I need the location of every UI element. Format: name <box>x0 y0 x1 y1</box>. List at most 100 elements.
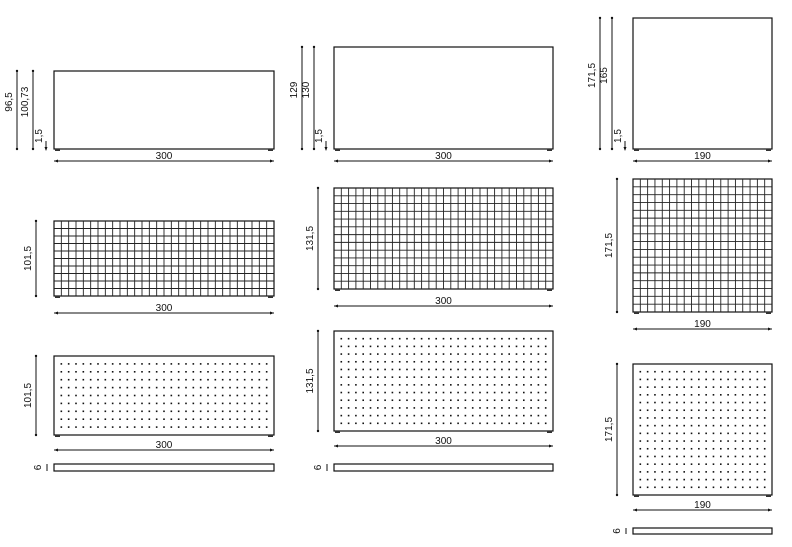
perforation-hole <box>170 386 173 389</box>
perforation-hole <box>377 422 379 425</box>
perforation-hole <box>654 401 656 404</box>
perforation-hole <box>668 394 671 396</box>
perforation-hole <box>133 426 136 428</box>
mesh-width-label: 300 <box>435 296 452 307</box>
perforation-hole <box>734 378 737 381</box>
perforation-hole <box>60 418 63 420</box>
outer-height-label: 129 <box>289 81 300 98</box>
perforation-hole <box>428 384 430 386</box>
perforation-hole <box>493 353 496 355</box>
perforation-hole <box>185 426 187 428</box>
perforation-hole <box>207 410 209 413</box>
perforation-hole <box>749 424 751 427</box>
mesh-panel <box>632 178 773 313</box>
perforation-hole <box>486 414 489 417</box>
front-width-dimension-arrow-left <box>334 159 338 163</box>
perforation-hole <box>661 401 664 404</box>
perforation-hole <box>347 391 350 394</box>
perforation-hole <box>258 378 261 381</box>
perforation-hole <box>464 345 467 348</box>
perforation-hole <box>749 447 751 450</box>
mesh-width-dimension-arrow-left <box>54 311 58 315</box>
perforation-hole <box>639 394 642 396</box>
perforation-hole <box>435 376 437 378</box>
perforation-hole <box>537 345 540 348</box>
perforation-hole <box>523 384 525 386</box>
perforation-hole <box>340 384 343 386</box>
perforation-hole <box>683 432 686 435</box>
perforation-hole <box>369 345 372 348</box>
perforation-hole <box>537 384 540 386</box>
perforation-hole <box>690 447 693 450</box>
perforation-hole <box>340 368 343 371</box>
perforation-hole <box>676 471 678 473</box>
foot-right <box>547 289 552 291</box>
perforation-hole <box>236 418 239 420</box>
perforation-hole <box>75 394 77 397</box>
perforation-hole <box>362 407 364 409</box>
perforation-hole <box>727 386 729 388</box>
perforation-hole <box>163 378 165 381</box>
perforated-panel <box>632 363 773 496</box>
perforated-width-label: 300 <box>156 440 173 451</box>
perforation-hole <box>391 422 394 425</box>
perforation-hole <box>464 368 467 371</box>
perforation-hole <box>207 386 209 389</box>
perforation-hole <box>170 402 173 405</box>
perforation-hole <box>457 399 459 402</box>
outer-height-dimension-tick-bottom <box>598 147 602 151</box>
perforation-hole <box>479 376 481 378</box>
perforation-hole <box>199 386 202 389</box>
perforation-hole <box>82 402 85 405</box>
perforation-hole <box>199 410 202 413</box>
base-arrow <box>324 147 328 151</box>
perforation-hole <box>435 399 437 402</box>
perforation-hole <box>654 370 656 373</box>
perforation-hole <box>420 353 423 355</box>
perforation-hole <box>347 368 350 371</box>
perforation-hole <box>727 471 729 473</box>
perforation-hole <box>89 363 92 365</box>
perforation-hole <box>340 345 343 348</box>
perforation-hole <box>111 402 114 405</box>
perforation-hole <box>75 426 77 428</box>
perforation-hole <box>544 407 547 409</box>
perforation-hole <box>530 407 532 409</box>
perforation-hole <box>398 337 401 340</box>
perforation-hole <box>177 386 180 389</box>
perforation-hole <box>148 402 151 405</box>
perforation-hole <box>690 455 693 458</box>
foot-left <box>55 149 60 151</box>
perforation-hole <box>67 386 70 389</box>
perforation-hole <box>654 424 656 427</box>
perforation-hole <box>479 391 481 394</box>
perforation-hole <box>163 371 165 373</box>
perforation-hole <box>479 337 481 340</box>
perforation-hole <box>428 337 430 340</box>
perforation-hole <box>111 410 114 413</box>
perforation-hole <box>377 376 379 378</box>
perforation-hole <box>428 345 430 348</box>
perforation-hole <box>639 440 642 442</box>
perforation-hole <box>243 418 246 420</box>
perforation-hole <box>362 376 364 378</box>
perforation-hole <box>537 368 540 371</box>
perforation-hole <box>185 363 187 365</box>
perforation-hole <box>515 384 518 386</box>
perforated-height-dimension-tick-bottom <box>316 429 320 433</box>
perforation-hole <box>479 384 481 386</box>
perforation-hole <box>683 455 686 458</box>
perforation-hole <box>530 360 532 363</box>
perforation-hole <box>486 399 489 402</box>
perforation-hole <box>683 440 686 442</box>
perforation-hole <box>265 418 268 420</box>
inner-height-dimension-tick-top <box>610 16 614 20</box>
perforation-hole <box>192 371 195 373</box>
perforation-hole <box>690 401 693 404</box>
perforation-hole <box>170 418 173 420</box>
mesh-height-dimension-tick-top <box>615 177 619 181</box>
perforation-hole <box>148 394 151 397</box>
perforation-hole <box>668 440 671 442</box>
perforation-hole <box>362 384 364 386</box>
perforation-hole <box>464 399 467 402</box>
